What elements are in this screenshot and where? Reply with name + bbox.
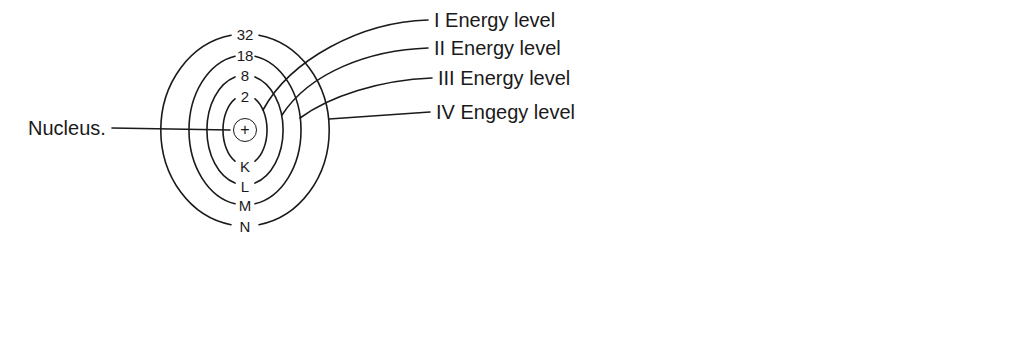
shell-capacity: 8 [241,68,249,83]
leader-line [112,128,230,130]
shell-letter: L [241,179,249,194]
shell-arc [259,35,329,224]
nucleus-circle: + [233,118,257,142]
shell-letter: M [239,198,252,213]
energy-level-label: IV Engegy level [436,102,575,122]
shell-capacity: 18 [237,48,254,63]
shell-letter: N [240,219,251,234]
shell-capacity: 32 [237,27,254,42]
energy-level-label: III Energy level [438,68,570,88]
shell-arc [255,77,283,183]
leader-line [329,112,430,119]
shell-letter: K [240,159,250,174]
energy-level-label: I Energy level [434,10,555,30]
shell-arc [255,56,301,204]
shell-capacity: 2 [241,89,249,104]
leader-line [300,78,432,118]
part-label: Nucleus. [28,118,106,138]
charge-sign: + [240,122,249,138]
energy-level-label: II Energy level [434,38,561,58]
leader-line [282,48,428,115]
